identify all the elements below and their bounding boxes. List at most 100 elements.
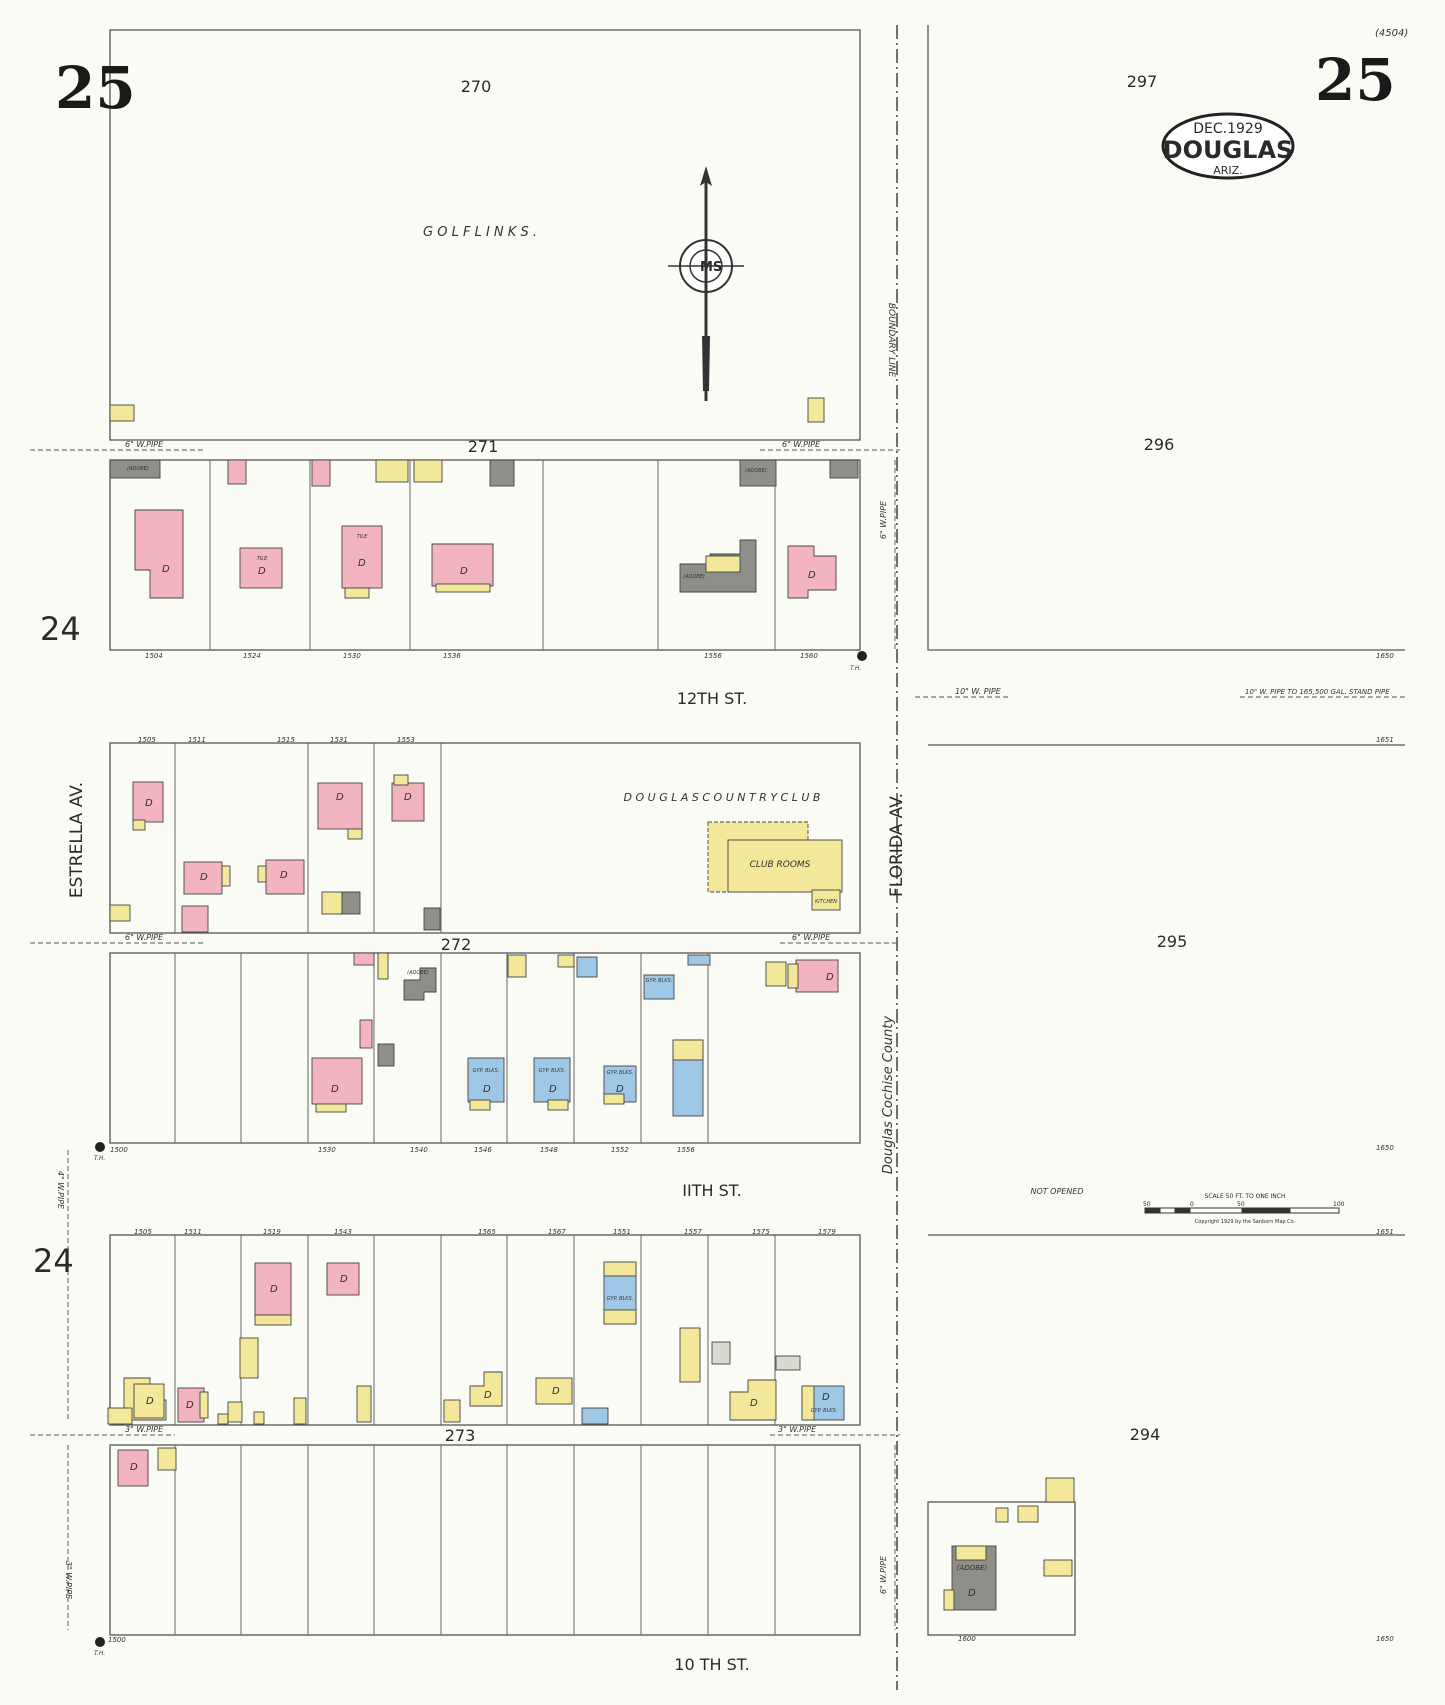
building bbox=[109, 404, 135, 422]
hydrant-marker bbox=[857, 651, 867, 661]
svg-text:1551: 1551 bbox=[613, 1228, 631, 1236]
building bbox=[795, 959, 839, 993]
county-line-label: Douglas Cochise County bbox=[881, 1016, 896, 1174]
building bbox=[132, 819, 146, 831]
building bbox=[801, 1385, 815, 1421]
building bbox=[157, 1447, 177, 1471]
building bbox=[293, 1397, 307, 1425]
water-pipes bbox=[30, 449, 1405, 1630]
building bbox=[311, 1057, 363, 1105]
block-number-294: 294 bbox=[1130, 1425, 1161, 1444]
building bbox=[109, 904, 131, 922]
svg-text:(ADOBE): (ADOBE) bbox=[957, 1564, 988, 1572]
svg-text:1505: 1505 bbox=[134, 1228, 152, 1236]
building bbox=[557, 954, 575, 968]
dwelling-letter: D bbox=[358, 558, 366, 569]
building bbox=[643, 974, 675, 1000]
dwelling-letter: D bbox=[750, 1398, 758, 1409]
scale-bar bbox=[1144, 1207, 1340, 1214]
building bbox=[254, 1262, 292, 1316]
building bbox=[134, 509, 184, 599]
dwelling-letter: D bbox=[130, 1462, 138, 1473]
svg-text:1575: 1575 bbox=[752, 1228, 770, 1236]
boundary-line-label: BOUNDARY LINE bbox=[886, 303, 896, 378]
svg-text:1650: 1650 bbox=[1376, 1635, 1394, 1643]
club-rooms-label: CLUB ROOMS bbox=[750, 860, 811, 870]
svg-text:1515: 1515 bbox=[277, 736, 295, 744]
building bbox=[393, 774, 409, 786]
block-272-top-outline bbox=[109, 742, 861, 934]
building bbox=[955, 1545, 987, 1561]
building bbox=[687, 954, 711, 966]
building bbox=[435, 583, 491, 593]
building bbox=[711, 1341, 731, 1365]
svg-text:1556: 1556 bbox=[704, 652, 722, 660]
building bbox=[377, 952, 389, 980]
building bbox=[181, 905, 209, 933]
svg-text:1600: 1600 bbox=[958, 1635, 976, 1643]
building bbox=[829, 459, 859, 479]
building bbox=[423, 907, 441, 931]
svg-text:GYP. BLKS.: GYP. BLKS. bbox=[811, 1408, 838, 1414]
building bbox=[257, 865, 267, 883]
not-opened-label: NOT OPENED bbox=[1030, 1187, 1083, 1196]
lot-lines bbox=[174, 460, 776, 1635]
building bbox=[311, 459, 331, 487]
dwelling-letter: D bbox=[404, 792, 412, 803]
pipe-label-6in-272-right: 6" W.PIPE bbox=[792, 933, 831, 942]
building bbox=[603, 1309, 637, 1325]
building bbox=[317, 782, 363, 830]
dwelling-letter: D bbox=[549, 1084, 557, 1095]
th-label: T.H. bbox=[94, 1155, 105, 1162]
building bbox=[253, 1411, 265, 1425]
building bbox=[739, 459, 777, 487]
scale-tick-0: 0 bbox=[1190, 1201, 1194, 1208]
building bbox=[729, 1379, 777, 1421]
pipe-label-10in: 10" W. PIPE bbox=[955, 687, 1002, 696]
building bbox=[705, 555, 741, 573]
building bbox=[775, 1355, 801, 1371]
building bbox=[321, 891, 343, 915]
house-numbers: 1504 1524 1530 1536 1556 1560 1505 1511 … bbox=[108, 652, 1394, 1644]
block-273-top-outline bbox=[109, 1234, 861, 1426]
city-name: DOUGLAS bbox=[1163, 136, 1294, 164]
dwelling-letter: D bbox=[552, 1386, 560, 1397]
building bbox=[787, 545, 837, 599]
building bbox=[807, 397, 825, 423]
svg-text:1651: 1651 bbox=[1376, 1228, 1394, 1236]
building bbox=[133, 1383, 165, 1419]
building bbox=[1043, 1559, 1073, 1577]
building bbox=[239, 547, 283, 589]
building bbox=[469, 1371, 503, 1407]
building bbox=[535, 1377, 573, 1405]
building bbox=[765, 961, 787, 987]
buildings bbox=[107, 397, 1075, 1611]
building bbox=[727, 839, 843, 893]
building bbox=[443, 1399, 461, 1423]
building bbox=[341, 891, 361, 915]
building bbox=[787, 963, 799, 989]
building bbox=[183, 861, 223, 895]
block-number-295: 295 bbox=[1157, 932, 1188, 951]
golf-links-label: G O L F L I N K S . bbox=[423, 225, 537, 240]
svg-text:1543: 1543 bbox=[334, 1228, 352, 1236]
svg-text:1548: 1548 bbox=[540, 1146, 558, 1154]
street-11th: IITH ST. bbox=[682, 1181, 741, 1200]
block-297-outline bbox=[927, 25, 1405, 651]
building bbox=[603, 1261, 637, 1277]
building bbox=[1017, 1505, 1039, 1523]
dwelling-letter: D bbox=[822, 1392, 830, 1403]
building bbox=[326, 1262, 360, 1296]
building bbox=[943, 1589, 955, 1611]
date-cartouche bbox=[1161, 112, 1295, 180]
dwelling-letter: D bbox=[968, 1588, 976, 1599]
svg-text:1567: 1567 bbox=[548, 1228, 566, 1236]
building bbox=[315, 1103, 347, 1113]
pipe-label-3in-vertical: 3" W.PIPE bbox=[64, 1561, 73, 1600]
building bbox=[356, 1385, 372, 1423]
dwelling-markers: D D D D D D D D D D D D D D D D D D D D … bbox=[130, 558, 976, 1599]
building bbox=[347, 828, 363, 840]
svg-text:1650: 1650 bbox=[1376, 652, 1394, 660]
block-number-273: 273 bbox=[445, 1426, 476, 1445]
